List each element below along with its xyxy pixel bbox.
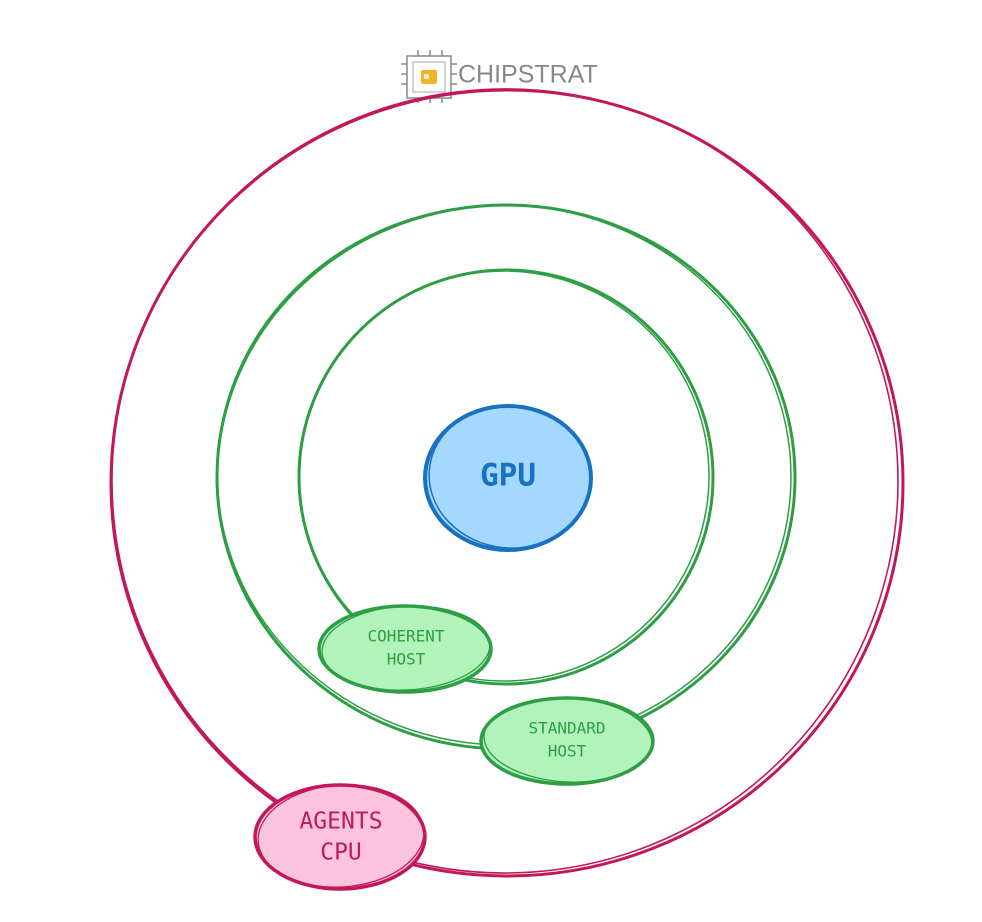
agents-cpu-node: AGENTS CPU <box>253 783 427 891</box>
standard-host-node: STANDARD HOST <box>479 696 655 786</box>
coherent-host-line1: COHERENT <box>367 627 444 646</box>
standard-host-line2: HOST <box>548 742 587 761</box>
gpu-node: GPU <box>423 404 593 552</box>
logo-text: CHIPSTRAT <box>458 61 598 89</box>
coherent-host-node: COHERENT HOST <box>317 604 493 694</box>
standard-host-line1: STANDARD <box>528 719 605 738</box>
inner-ring <box>297 268 715 686</box>
agents-cpu-line1: AGENTS <box>299 809 382 835</box>
agents-cpu-line2: CPU <box>320 840 362 866</box>
outer-ring <box>109 88 905 878</box>
coherent-host-line2: HOST <box>387 650 426 669</box>
chipstrat-logo: CHIPSTRAT <box>401 50 598 103</box>
gpu-label: GPU <box>480 458 536 494</box>
